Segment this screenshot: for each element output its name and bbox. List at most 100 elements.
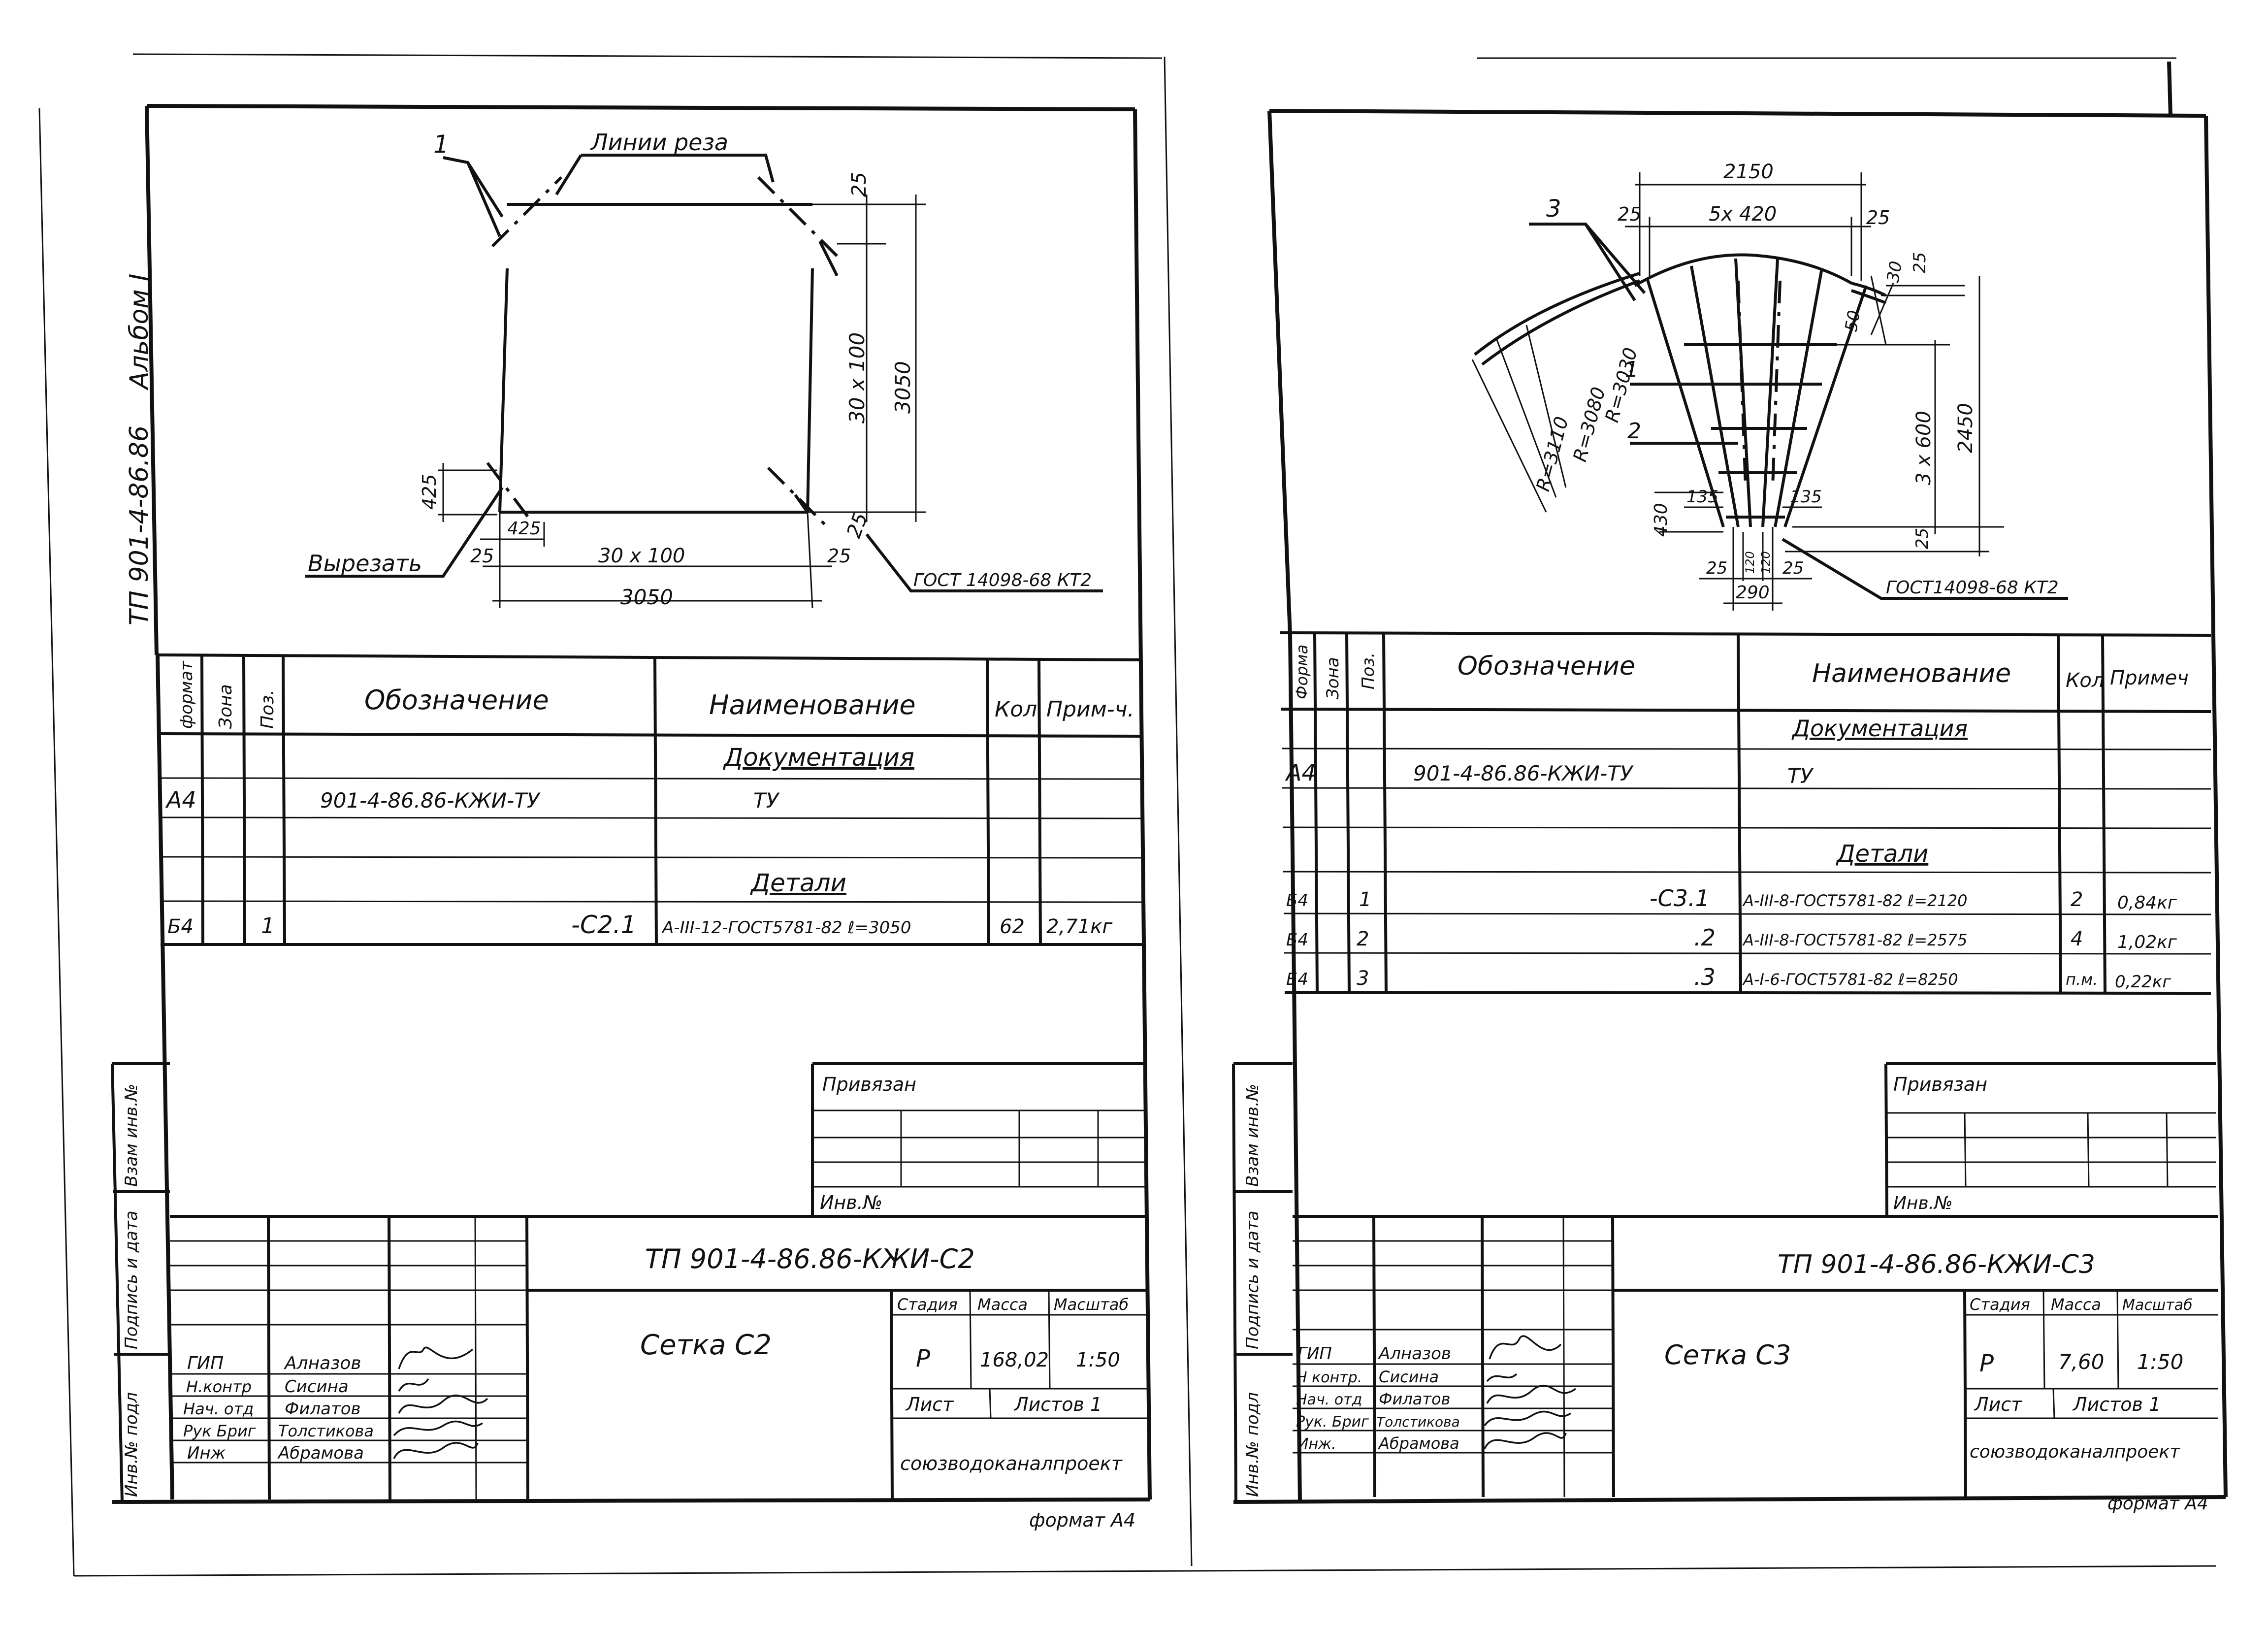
dim-top-25r: 25	[1866, 207, 1890, 228]
spec-header-format-r: Форма	[1293, 645, 1311, 699]
bound-block-left: Привязан Инв.№	[811, 1062, 1147, 1216]
title-item-name: Сетка С2	[640, 1329, 772, 1361]
person-name-3: Филатов	[285, 1399, 361, 1419]
spec-header-qty: Кол	[995, 697, 1037, 722]
spec-row1-format-r: Б4	[1286, 891, 1308, 911]
side-stamp-left: Инв.№ подл Подпись и дата Взам инв.№	[111, 1062, 170, 1502]
scan-edge-bottom-left	[73, 1570, 1192, 1577]
spec-row3-designation-r: .3	[1694, 964, 1716, 990]
sheet-right: Инв.№ подл Подпись и дата Взам инв.№	[1232, 61, 2228, 1514]
spec-row2-format-r: Б4	[1286, 930, 1308, 950]
dim-bottom-spacing: 30 x 100	[598, 545, 685, 567]
person-name-5: Абрамова	[277, 1443, 364, 1463]
spec-row2-note-r: 1,02кг	[2117, 932, 2177, 952]
spec-row-format: Б4	[167, 915, 194, 938]
spec-header-zone-r: Зона	[1323, 657, 1343, 699]
spec-row-designation: -С2.1	[571, 911, 636, 939]
spec-doc-designation: 901-4-86.86-КЖИ-ТУ	[320, 788, 541, 813]
stamp-label-inv-podl: Инв.№ подл	[122, 1392, 141, 1497]
title-doc-code-r: ТП 901-4-86.86-КЖИ-С3	[1778, 1250, 2095, 1279]
person-name-1: Алназов	[284, 1353, 361, 1373]
signature-5	[393, 1442, 479, 1459]
dim-30: 30	[1883, 260, 1906, 284]
title-mass-label-r: Масса	[2051, 1295, 2101, 1314]
stamp-label-inv-podl-r: Инв.№ подл	[1243, 1392, 1263, 1497]
dim-bottom-total-r: 290	[1736, 583, 1770, 603]
spec-row3-note-r: 0,22кг	[2115, 972, 2171, 992]
title-block-left: ТП 901-4-86.86-КЖИ-С2 Сетка С2 Стадия Ма…	[170, 1215, 1147, 1500]
spec-doc-format-r: А4	[1285, 759, 1316, 786]
dim-left-425-v: 425	[419, 474, 440, 510]
scan-edge-left	[38, 108, 75, 1576]
spec-section-parts-r: Детали	[1836, 840, 1928, 868]
spec-row2-pos-r: 2	[1357, 928, 1369, 950]
spec-row2-qty-r: 4	[2071, 928, 2083, 950]
spec-section-docs: Документация	[723, 743, 914, 772]
dim-25-v: 25	[1912, 528, 1932, 549]
spec-row2-designation-r: .2	[1694, 924, 1716, 951]
spec-header-qty-r: Кол	[2066, 669, 2104, 692]
person-role-4-r: Рук. Бриг	[1296, 1413, 1369, 1431]
dim-vertical-spacing-r: 3 x 600	[1912, 411, 1935, 485]
spec-row3-name-r: А-I-6-ГОСТ5781-82 ℓ=8250	[1742, 970, 1958, 989]
signature-1-r	[1489, 1335, 1562, 1360]
dim-vertical-total-r: 2450	[1954, 403, 1977, 453]
title-sheets-label-r: Листов 1	[2072, 1394, 2161, 1415]
title-scale-label: Масштаб	[1054, 1295, 1129, 1314]
bound-label-r: Привязан	[1893, 1074, 1987, 1095]
dim-25-bl: 25	[1706, 558, 1727, 578]
spec-header-name: Наименование	[709, 689, 916, 720]
scan-edge-bottom-right	[1191, 1565, 2216, 1572]
dim-430: 430	[1651, 503, 1671, 537]
title-stage-label-r: Стадия	[1970, 1295, 2030, 1314]
dim-r1: R=3110	[1532, 414, 1573, 493]
spec-row1-name-r: А-III-8-ГОСТ5781-82 ℓ=2120	[1742, 891, 1967, 910]
spec-doc-designation-r: 901-4-86.86-КЖИ-ТУ	[1413, 761, 1634, 785]
gost-note-right: ГОСТ14098-68 КТ2	[1886, 578, 2059, 598]
spec-table-left: формат Зона Поз. Обозначение Наименовани…	[157, 653, 1143, 946]
callout-3: 3	[1546, 195, 1561, 223]
person-role-2-r: Н контр.	[1296, 1369, 1362, 1386]
stamp-label-replaced-r: Взам инв.№	[1243, 1084, 1263, 1187]
dim-vertical-spacing: 30 x 100	[845, 332, 869, 424]
spec-section-parts: Детали	[750, 869, 846, 897]
spec-doc-name: ТУ	[753, 788, 780, 813]
mesh-c3-drawing: 2150 5x 420 25 25 3 30 25 50 3 x 600 245…	[1471, 161, 2068, 611]
spec-row3-qty-r: п.м.	[2066, 970, 2098, 989]
spec-row2-name-r: А-III-8-ГОСТ5781-82 ℓ=2575	[1742, 931, 1967, 949]
signature-4	[393, 1420, 483, 1436]
signature-4-r	[1484, 1410, 1571, 1427]
title-sheet-label-r: Лист	[1974, 1394, 2023, 1415]
signature-2	[398, 1378, 429, 1392]
person-name-4-r: Толстикова	[1376, 1414, 1460, 1430]
dim-left-425-h: 425	[507, 519, 541, 539]
spec-header-pos-r: Поз.	[1359, 652, 1378, 689]
title-mass-label: Масса	[977, 1295, 1028, 1314]
title-org: союзводоканалпроект	[900, 1453, 1123, 1474]
dim-top-25: 25	[848, 172, 871, 197]
mesh-c2-drawing: 1 Линии реза Вырезать 25 30 x 100 3050 2…	[305, 129, 1103, 609]
title-item-name-r: Сетка С3	[1664, 1339, 1791, 1370]
gost-note-left: ГОСТ 14098-68 КТ2	[913, 570, 1092, 590]
cut-out-label: Вырезать	[308, 550, 422, 577]
spec-header-format: формат	[177, 660, 196, 729]
stamp-label-signature-r: Подпись и дата	[1243, 1210, 1263, 1349]
dim-135l: 135	[1686, 487, 1718, 507]
person-role-1: ГИП	[187, 1353, 224, 1373]
spec-section-docs-r: Документация	[1791, 715, 1968, 742]
person-name-3-r: Филатов	[1379, 1390, 1450, 1408]
dim-bottom-small-b: 120	[1759, 551, 1773, 574]
title-mass: 168,02	[980, 1349, 1049, 1371]
format-note-left: формат А4	[1029, 1509, 1135, 1531]
spec-row1-designation-r: -С3.1	[1650, 885, 1710, 912]
spec-header-note: Прим-ч.	[1046, 697, 1134, 722]
person-role-5: Инж	[187, 1443, 226, 1463]
signature-1	[398, 1346, 474, 1369]
spec-row1-note-r: 0,84кг	[2117, 893, 2177, 913]
person-role-2: Н.контр	[186, 1377, 252, 1396]
dim-left-25: 25	[470, 545, 494, 567]
spec-row-pos: 1	[261, 913, 275, 939]
format-note-right: формат А4	[2107, 1494, 2208, 1514]
person-name-4: Толстикова	[278, 1422, 374, 1440]
bound-inv: Инв.№	[820, 1192, 882, 1213]
